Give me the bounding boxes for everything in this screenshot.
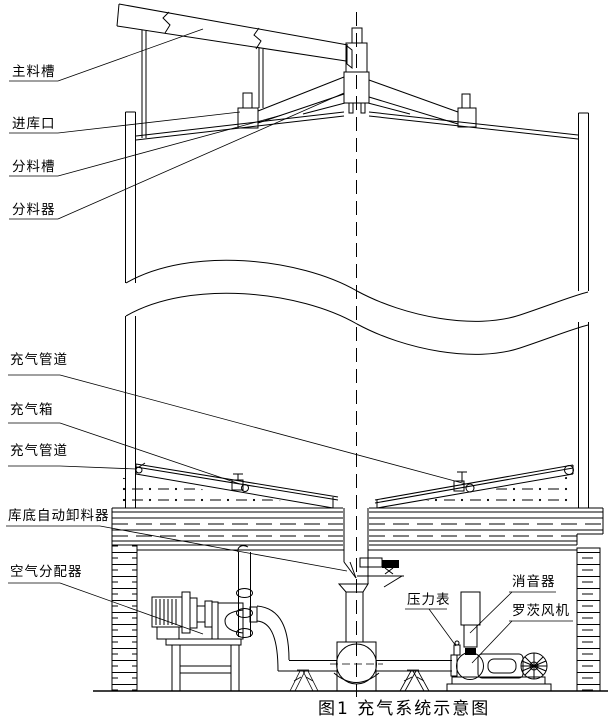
label-roots-blower: 罗茨风机: [512, 603, 570, 619]
roots-blower-unit: [446, 652, 552, 692]
label-main-chute: 主料槽: [12, 64, 56, 80]
blower-motor-fan: [520, 652, 548, 680]
aeration-box-device: [453, 480, 465, 492]
pump-motor-unit: [151, 591, 244, 640]
main-chute: [116, 3, 349, 62]
silo-roof: [135, 111, 579, 141]
air-distributor-pipe: [236, 545, 253, 638]
aeration-slope-left: [135, 462, 339, 509]
pressure-gauge-device: [453, 640, 461, 656]
discharge-column: [343, 508, 369, 584]
left-basement-pier: [111, 544, 138, 692]
label-muffler: 消音器: [512, 573, 556, 590]
pump-table: [165, 638, 242, 692]
right-basement-pier: [576, 547, 601, 692]
label-pressure-gauge: 压力表: [407, 592, 451, 608]
figure-caption: 图1 充气系统示意图: [318, 699, 490, 719]
silo-right-wall: [578, 112, 589, 508]
pipe-trestle-right: [399, 669, 430, 692]
label-bottom-discharger: 库底自动卸料器: [8, 508, 110, 524]
slope-end-fitting: [564, 465, 574, 475]
muffler-device: [460, 591, 481, 655]
label-distributor: 分料器: [12, 202, 56, 218]
chute-break-mark: [253, 27, 262, 50]
label-air-distributor: 空气分配器: [10, 564, 83, 580]
chute-support-legs: [141, 30, 264, 138]
material-fill-hatch: [117, 476, 573, 508]
silo-left-wall: [125, 111, 136, 508]
floor-slab: [111, 507, 604, 546]
blower-discharge-pipe: [249, 605, 458, 677]
aeration-slope-right: [374, 464, 574, 509]
label-leader-lines: [6, 28, 573, 664]
label-distribution-chute: 分料槽: [12, 159, 56, 175]
chute-break-mark: [162, 11, 171, 34]
bottom-discharger-device: [357, 557, 404, 588]
distributor-device: [343, 27, 370, 114]
label-aeration-box: 充气箱: [10, 402, 54, 418]
label-silo-inlet: 进库口: [12, 116, 56, 132]
label-aeration-pipe-lower: 充气管道: [10, 443, 68, 459]
pipe-trestle-left: [289, 669, 319, 692]
discharge-funnel-and-pipe: [337, 583, 369, 642]
label-aeration-pipe-upper: 充气管道: [10, 352, 68, 368]
distribution-chutes: [257, 76, 459, 125]
wall-break-wavy-lines: [125, 259, 589, 355]
